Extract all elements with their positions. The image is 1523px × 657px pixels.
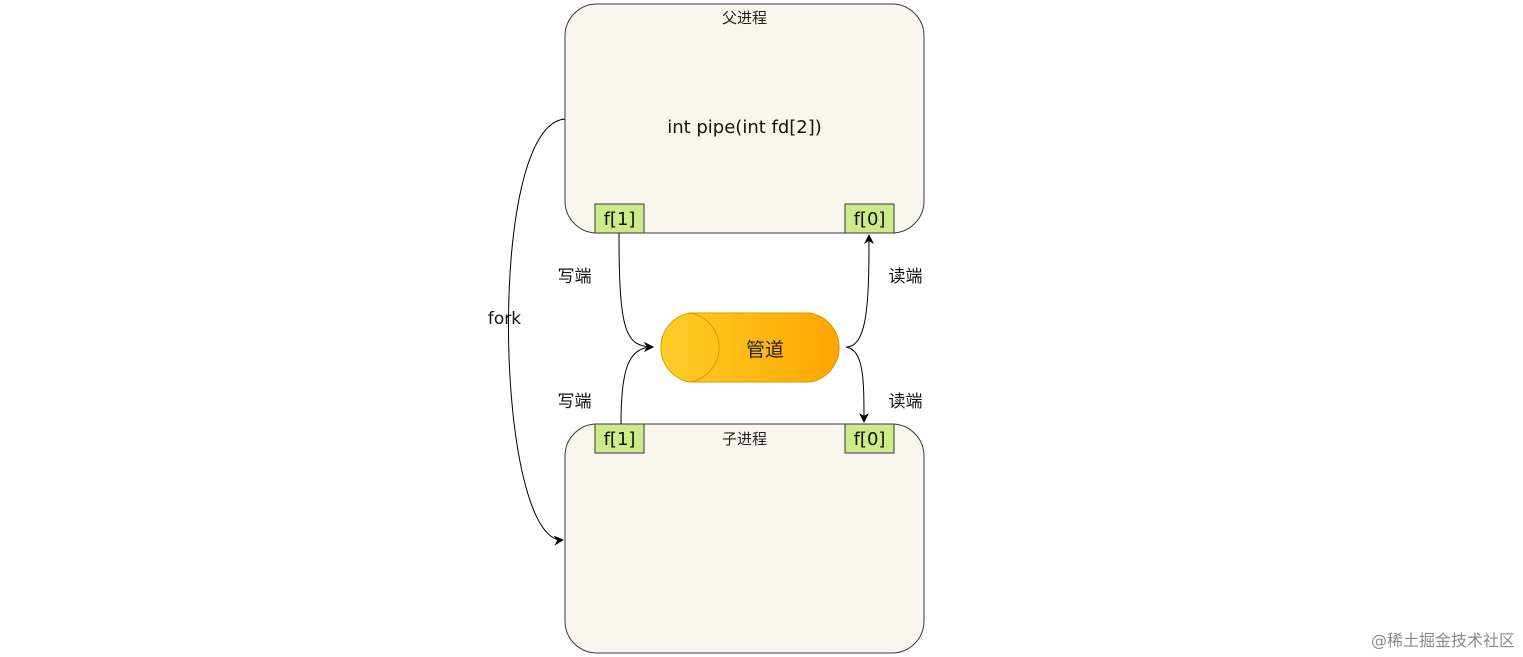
fork-label: fork [488,309,521,329]
parent-read-edge [845,234,874,348]
fork-edge [508,118,566,546]
child-write-label: 写端 [558,392,592,412]
child-read-edge [845,346,869,423]
parent-process-title: 父进程 [722,9,767,27]
parent-read-label: 读端 [889,267,923,287]
parent-write-label: 写端 [558,267,592,287]
pipe-end-cap [689,312,720,383]
child-read-fd: f[0] [844,423,895,454]
child-read-fd-box [844,423,895,454]
pipe-function-signature: int pipe(int fd[2]) [667,117,822,138]
child-write-edge [620,342,654,425]
parent-write-fd: f[1] [594,203,645,234]
child-read-label: 读端 [889,392,923,412]
child-write-fd: f[1] [594,423,645,454]
child-write-fd-box [594,423,645,454]
child-write-fd-label: f[1] [604,429,636,450]
parent-read-fd-label: f[0] [854,209,886,230]
pipe-label: 管道 [746,339,784,361]
pipe-body [660,312,840,383]
child-read-fd-label: f[0] [854,429,886,450]
parent-process: 父进程 int pipe(int fd[2]) [564,3,925,234]
parent-write-edge [618,232,654,352]
edges [508,118,874,546]
parent-write-fd-box [594,203,645,234]
child-process: 子进程 [564,423,925,654]
child-process-box [564,423,925,654]
parent-process-box [564,3,925,234]
child-process-title: 子进程 [722,430,767,448]
parent-read-fd-box [844,203,895,234]
pipe: 管道 [660,312,840,383]
parent-write-fd-label: f[1] [604,209,636,230]
watermark: @稀土掘金技术社区 [1370,631,1515,650]
parent-read-fd: f[0] [844,203,895,234]
